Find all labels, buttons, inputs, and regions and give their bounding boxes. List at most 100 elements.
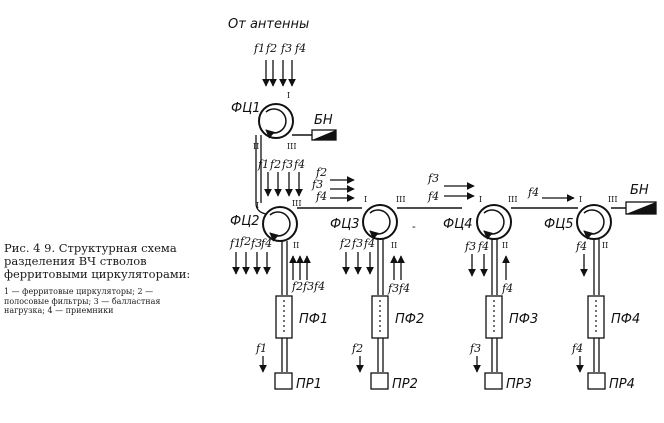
fc2-fc3-arrows: [330, 176, 355, 202]
fc2-fc3-f3: f3: [311, 178, 323, 191]
fc2-fc3-f4: f4: [315, 190, 327, 203]
filter-pf4: ПФ4: [587, 295, 640, 339]
fc5-down-waveguide: [593, 239, 600, 295]
fc3-down-waveguide: [377, 239, 384, 295]
fc1-port-i: I: [287, 91, 290, 100]
fc1-fc2-arrows: [264, 172, 303, 197]
fc2-down-f3: f3: [250, 237, 262, 250]
filter-pf3: ПФ3: [485, 295, 538, 339]
fc4-port-ii: II: [502, 241, 508, 250]
circulator-fc5-label: ФЦ5: [544, 217, 574, 232]
fc3-fc4-freqs: f3 f4: [427, 172, 439, 203]
fc3-fc4-f3: f3: [427, 172, 439, 185]
receiver-pr1-label: ПР1: [296, 377, 322, 392]
fc4-fc5-f4: f4: [527, 186, 539, 199]
filter-pf1-label: ПФ1: [299, 312, 328, 327]
rx-waveguides: [281, 338, 600, 372]
circulator-fc3: ФЦ3 I III II: [330, 195, 405, 250]
fc3-port-ii: II: [391, 241, 397, 250]
fc1-port-iii: III: [287, 142, 296, 151]
fc4-port-iii: III: [508, 195, 517, 204]
source-label: От антенны: [228, 17, 309, 32]
fc3-down-f2: f2: [339, 237, 351, 250]
fc3-fc4-f4: f4: [427, 190, 439, 203]
receiver-pr4-label: ПР4: [609, 377, 635, 392]
filter-pf1: ПФ1: [275, 295, 328, 339]
fc3-fc4-dash: -: [412, 220, 416, 233]
fc3-down-freqs: f2 f3 f4: [339, 237, 375, 250]
fc1-fc2-freqs: f1 f2 f3 f4: [257, 158, 305, 171]
circulator-fc3-label: ФЦ3: [330, 217, 360, 232]
fc3-up-arrows: [390, 255, 405, 280]
fc1-fc2-waveguide: [255, 135, 267, 215]
fc2-up-f2: f2: [291, 280, 303, 293]
receiver-pr2-label: ПР2: [392, 377, 418, 392]
fc2-down-f4: f4: [260, 237, 272, 250]
ballast-load-2: БН: [611, 183, 657, 215]
filter-pf2: ПФ2: [371, 295, 424, 339]
fc4-down-freqs: f3 f4: [464, 240, 489, 253]
receiver-pr2: ПР2: [370, 372, 418, 392]
filter-pf3-label: ПФ3: [509, 312, 538, 327]
fc2-up-freqs: f2 f3 f4: [291, 280, 325, 293]
receiver-pr3: ПР3: [484, 372, 532, 392]
fc2-up-f3: f3: [302, 280, 314, 293]
fc3-up-freqs: f3 f4: [387, 282, 410, 295]
ballast-load-1-label: БН: [314, 113, 333, 128]
rx-f2: f2: [351, 342, 363, 355]
input-freq-f2: f2: [265, 42, 277, 55]
receiver-pr3-label: ПР3: [506, 377, 532, 392]
ballast-load-1: БН: [292, 113, 337, 141]
rx-f1: f1: [255, 342, 267, 355]
fc1-fc2-f4: f4: [293, 158, 305, 171]
filter-pf4-label: ПФ4: [611, 312, 640, 327]
rx-f4: f4: [571, 342, 583, 355]
input-freq-f4: f4: [294, 42, 306, 55]
fc3-up-f3: f3: [387, 282, 399, 295]
fc3-fc4-arrows: [444, 182, 475, 200]
rx-f3: f3: [469, 342, 481, 355]
fc1-fc2-f2: f2: [269, 158, 281, 171]
fc2-port-i: I: [256, 201, 259, 210]
fc2-port-ii: II: [293, 241, 299, 250]
fc2-port-iii: III: [292, 199, 301, 208]
fc4-up-f4: f4: [501, 282, 513, 295]
fc2-down-waveguide: [281, 241, 288, 295]
input-freq-f3: f3: [280, 42, 292, 55]
input-arrows: [262, 60, 296, 87]
fc4-down-f4: f4: [477, 240, 489, 253]
fc3-up-f4: f4: [398, 282, 410, 295]
input-freq-labels: f1 f2 f3 f4: [253, 42, 306, 55]
caption-title: Рис. 4 9. Структурная схема разделения В…: [4, 241, 191, 281]
fc2-up-arrows: [289, 255, 311, 280]
fc5-down-f4: f4: [575, 240, 587, 253]
circulator-fc4: ФЦ4 I III II: [443, 195, 517, 250]
rx-freqs: f1 f2 f3 f4: [255, 342, 583, 355]
figure-caption: Рис. 4 9. Структурная схема разделения В…: [4, 242, 200, 316]
fc3-port-iii: III: [396, 195, 405, 204]
fc3-down-arrows: [342, 252, 374, 275]
circulator-fc1-label: ФЦ1: [231, 101, 261, 116]
circulator-fc4-label: ФЦ4: [443, 217, 473, 232]
circulator-fc1: ФЦ1 I II III: [231, 91, 296, 151]
fc2-down-arrows: [232, 252, 271, 275]
fc2-down-freqs: f1 f2 f3 f4: [229, 235, 272, 250]
ballast-load-2-label: БН: [630, 183, 649, 198]
circulator-fc2: ФЦ2 I III II: [230, 199, 301, 250]
fc2-fc3-f2: f2: [315, 166, 327, 179]
fc4-down-arrows: [468, 254, 488, 277]
fc4-down-f3: f3: [464, 240, 476, 253]
fc3-port-i: I: [364, 195, 367, 204]
receiver-pr4: ПР4: [587, 372, 635, 392]
fc5-port-i: I: [579, 195, 582, 204]
fc2-down-f1: f1: [229, 237, 241, 250]
caption-legend: 1 — ферритовые циркуляторы; 2 — полосовы…: [4, 287, 161, 315]
rx-arrows: [259, 356, 584, 373]
receiver-pr1: ПР1: [274, 372, 322, 392]
fc2-down-f2: f2: [239, 235, 251, 248]
fc2-fc3-freqs: f2 f3 f4: [311, 166, 327, 203]
fc1-fc2-f1: f1: [257, 158, 269, 171]
circulator-fc2-label: ФЦ2: [230, 214, 260, 229]
fc5-port-ii: II: [602, 241, 608, 250]
